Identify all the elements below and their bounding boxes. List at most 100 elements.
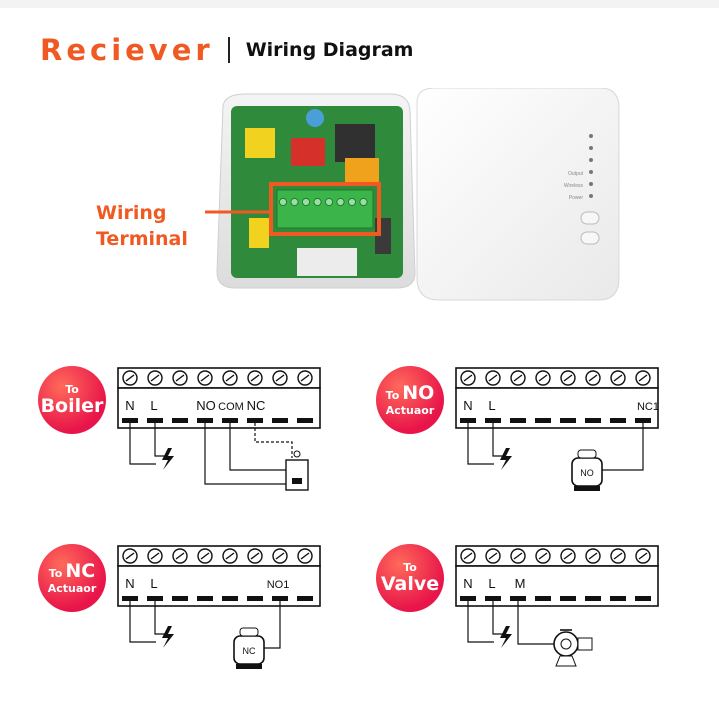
terminal-screw (324, 197, 334, 207)
status-leds (589, 134, 593, 198)
wire (229, 423, 286, 471)
badge-top: To (65, 383, 79, 396)
screw-slot (150, 374, 160, 382)
terminal-pad (297, 418, 313, 423)
terminal-highlight-box (269, 182, 381, 236)
terminal-label: NO (196, 398, 216, 413)
badge-main: NO (402, 382, 435, 404)
wire (129, 601, 156, 643)
pair-button[interactable] (580, 211, 600, 225)
terminal-label: L (150, 398, 157, 413)
screw-slot (300, 374, 310, 382)
terminal-pad (172, 418, 188, 423)
power-bolt-icon (500, 448, 512, 470)
screw-slot (250, 552, 260, 560)
wire (204, 423, 286, 485)
screw-slot (563, 552, 573, 560)
receiver-lid (416, 88, 620, 301)
terminal-pad (560, 596, 576, 601)
screw-slot (200, 552, 210, 560)
terminal-pad (197, 596, 213, 601)
callout-line1: Wiring (96, 202, 167, 224)
screw-slot (588, 552, 598, 560)
brand-title: Reciever (40, 33, 214, 67)
screw-slot (488, 552, 498, 560)
badge-sub: Actuaor (47, 582, 97, 595)
terminal-pad (172, 596, 188, 601)
terminal-label: N (463, 576, 472, 591)
terminal-pad (147, 418, 163, 423)
badge-top: To (385, 389, 400, 402)
terminal-label: COM (218, 401, 244, 413)
wire (517, 601, 554, 645)
screw-slot (200, 374, 210, 382)
terminal-label: M (515, 576, 526, 591)
screw-slot (463, 374, 473, 382)
terminal-label: N (125, 398, 134, 413)
boiler-sensor (293, 450, 301, 458)
screw-slot (463, 552, 473, 560)
wire (254, 423, 293, 458)
screw-slot (638, 552, 648, 560)
wire (467, 601, 494, 643)
header: Reciever Wiring Diagram (40, 28, 413, 72)
screw-slot (225, 374, 235, 382)
terminal-pad (535, 418, 551, 423)
wire (129, 423, 156, 465)
pump-icon (553, 631, 579, 657)
pump-outlet (577, 637, 593, 651)
screw-slot (125, 374, 135, 382)
screw-slot (488, 374, 498, 382)
terminal-label: L (488, 398, 495, 413)
actuator-cap (239, 627, 259, 637)
screw-slot (175, 374, 185, 382)
page-subtitle: Wiring Diagram (245, 39, 414, 61)
title-separator (227, 37, 230, 63)
screw-slot (638, 374, 648, 382)
terminal-label: NO1 (267, 579, 290, 591)
badge-main: Boiler (40, 395, 104, 417)
top-frame (0, 0, 719, 8)
terminal-pad (122, 596, 138, 601)
screw-slot (513, 374, 523, 382)
terminal-screw (301, 197, 311, 207)
screw-slot (250, 374, 260, 382)
wire (264, 601, 281, 649)
badge-sub: Actuaor (385, 404, 435, 417)
callout-line2: Terminal (96, 228, 188, 250)
pump-core (560, 638, 572, 650)
badge-main: NC (65, 560, 96, 582)
terminal-label: N (125, 576, 134, 591)
terminal-pad (222, 596, 238, 601)
terminal-screw (313, 197, 322, 207)
actuator-base (236, 664, 262, 669)
led-label-wireless: Wireless (564, 183, 584, 189)
terminal-pad (222, 418, 238, 423)
screw-slot (588, 374, 598, 382)
screw-slot (300, 552, 310, 560)
power-button[interactable] (580, 231, 600, 245)
screw-slot (275, 374, 285, 382)
terminal-pad (510, 418, 526, 423)
actuator-label: NO (580, 468, 594, 478)
terminal-pad (535, 596, 551, 601)
terminal-pad (635, 596, 651, 601)
terminal-pad (247, 418, 263, 423)
terminal-pad (460, 596, 476, 601)
badge-top: To (403, 561, 417, 574)
terminal-pad (272, 418, 288, 423)
terminal-label: L (150, 576, 157, 591)
power-bolt-icon (162, 626, 174, 648)
receiver-photo: Output Wireless Power (205, 88, 620, 301)
badge-top: To (48, 567, 63, 580)
terminal-label: NC (247, 398, 266, 413)
screw-slot (225, 552, 235, 560)
terminal-label: L (488, 576, 495, 591)
